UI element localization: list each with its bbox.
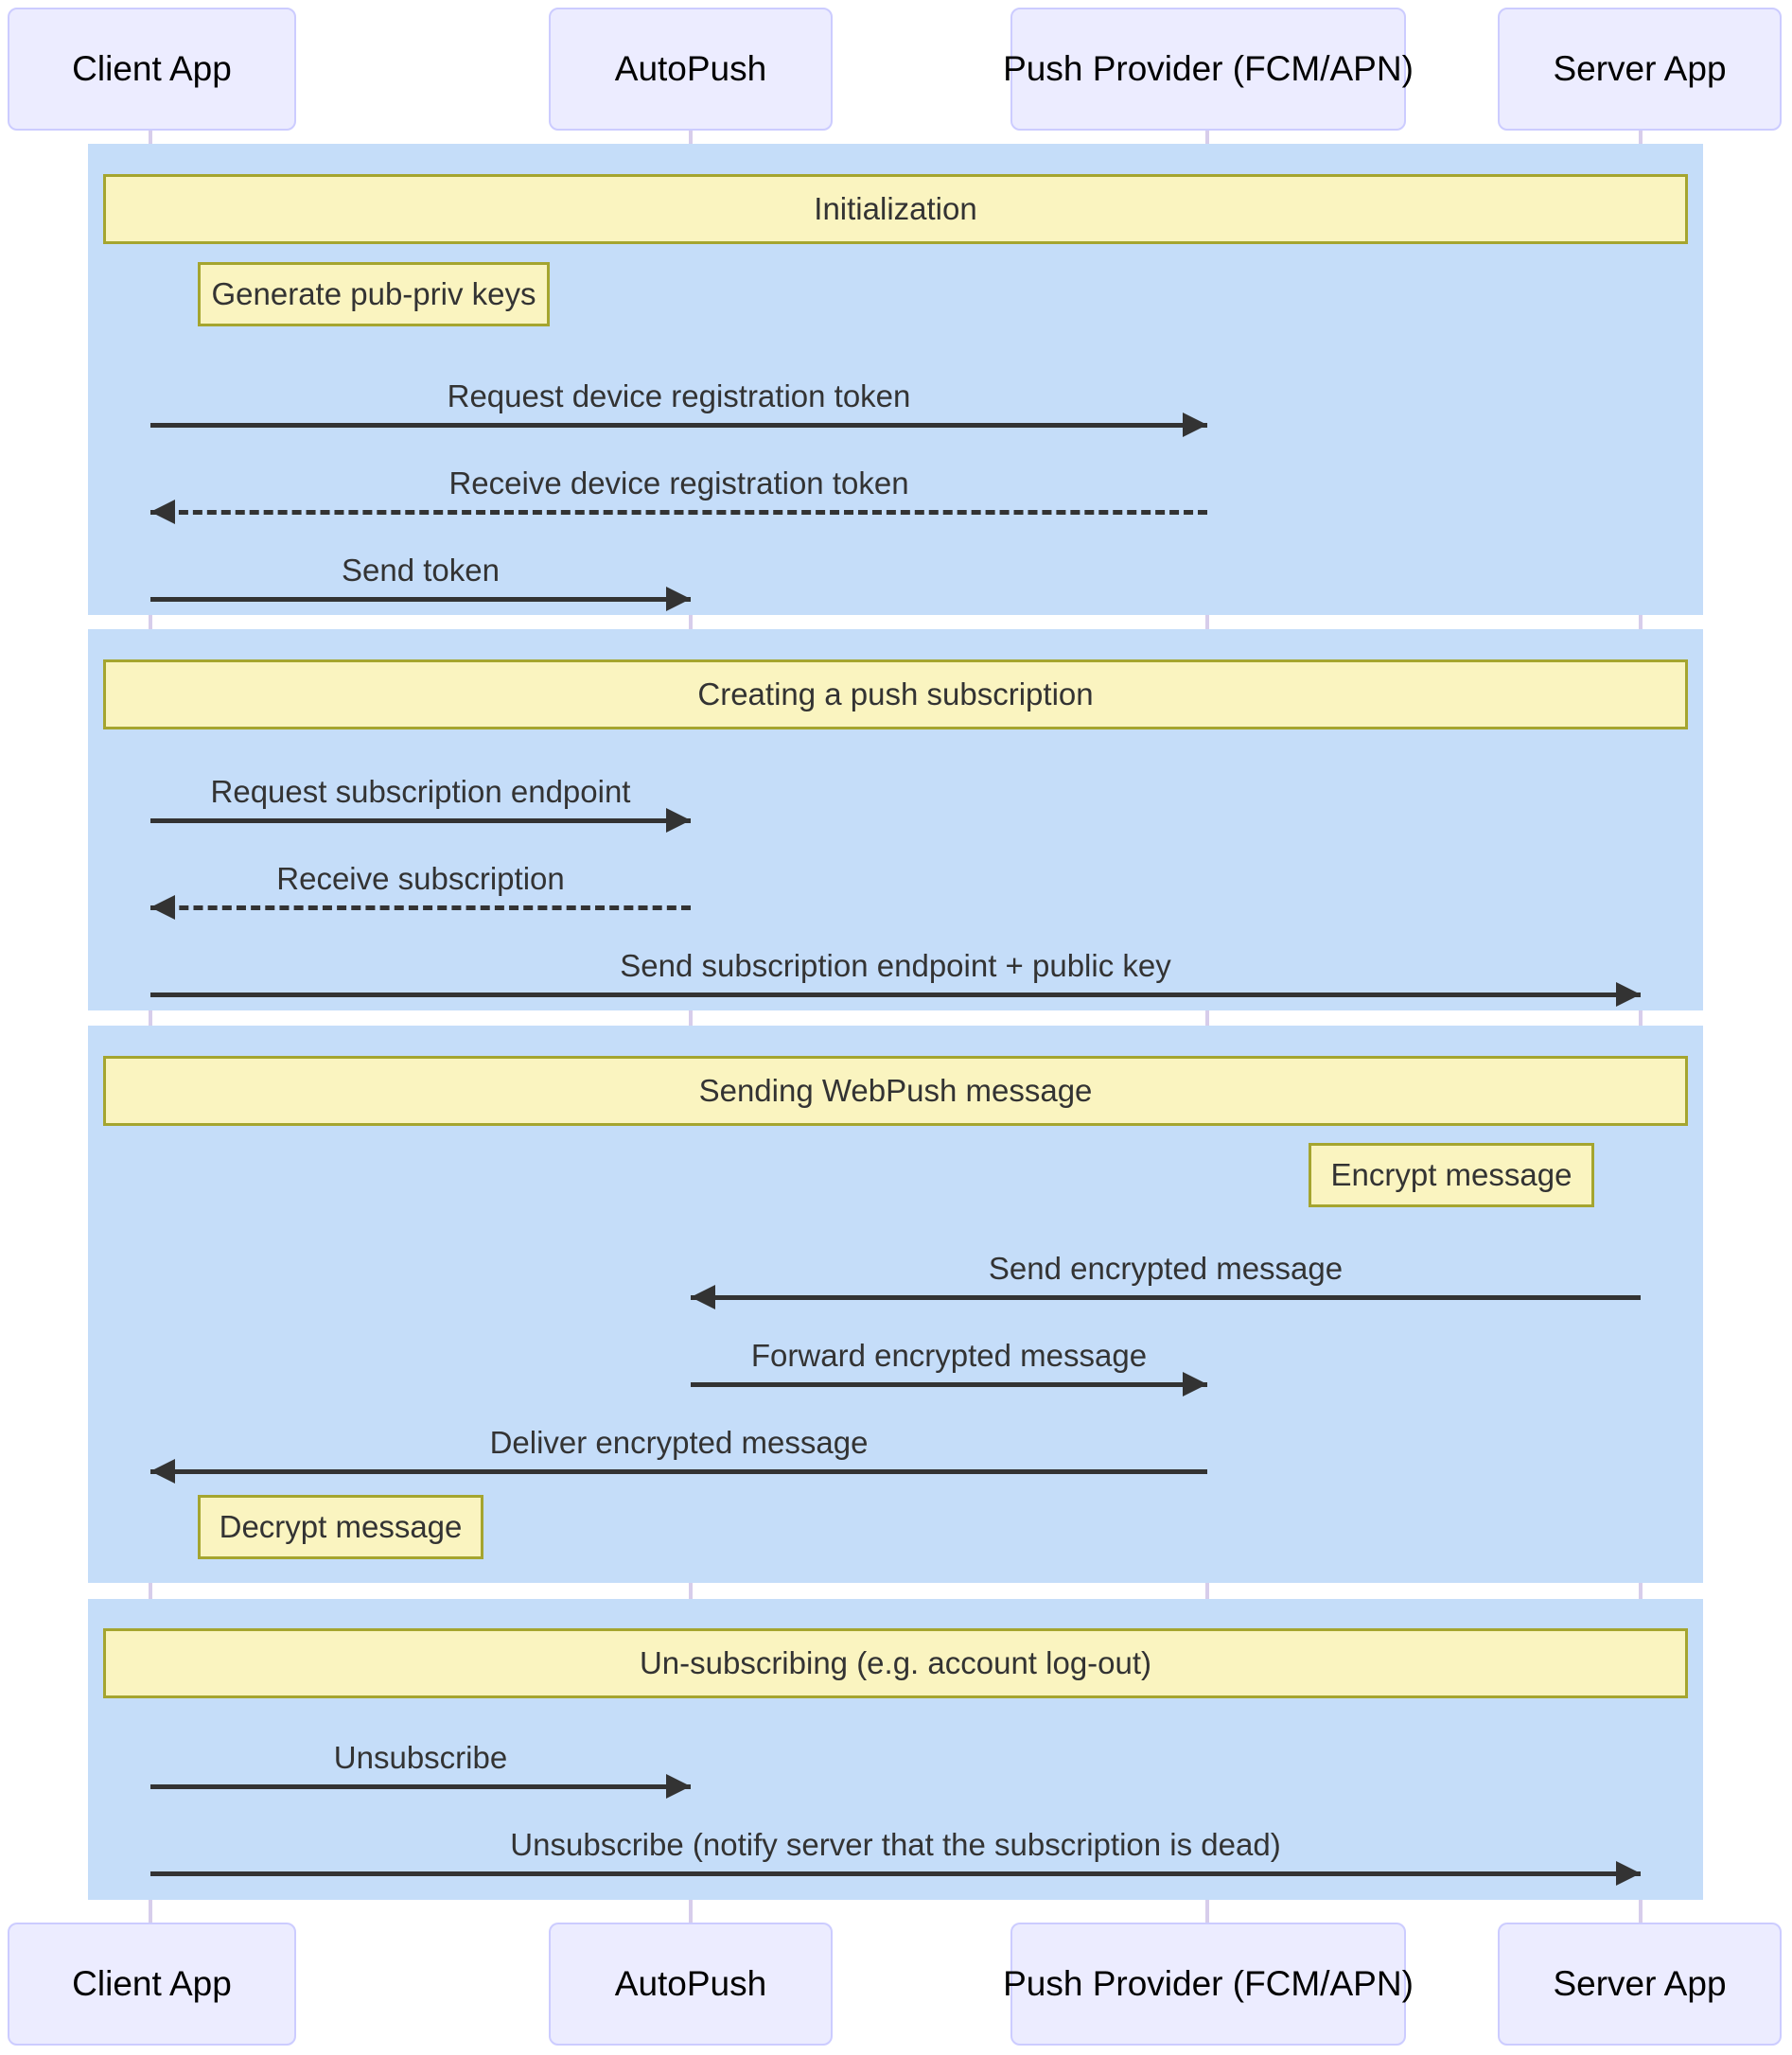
message-line — [150, 510, 1207, 515]
participant-label: Client App — [72, 48, 232, 88]
note-box: Decrypt message — [198, 1495, 483, 1559]
arrow-head-left — [150, 500, 175, 524]
message-line — [150, 905, 691, 910]
participant-client-top[interactable]: Client App — [8, 8, 296, 131]
note-box: Generate pub-priv keys — [198, 262, 550, 326]
message-label: Receive device registration token — [448, 465, 909, 501]
arrow-head-right — [1183, 1372, 1207, 1396]
arrow-head-right — [1183, 413, 1207, 437]
message-label: Deliver encrypted message — [489, 1425, 869, 1460]
message-label: Unsubscribe (notify server that the subs… — [510, 1827, 1281, 1862]
note-box: Encrypt message — [1309, 1143, 1594, 1207]
arrow-head-left — [691, 1285, 715, 1309]
participant-autopush-top[interactable]: AutoPush — [549, 8, 833, 131]
message-line — [150, 597, 691, 602]
participant-server-bottom[interactable]: Server App — [1498, 1923, 1782, 2046]
arrow-head-right — [666, 808, 691, 833]
message-line — [150, 423, 1207, 428]
section-header-sending-webpush-message: Sending WebPush message — [103, 1056, 1688, 1126]
arrow-head-right — [666, 587, 691, 611]
message-label: Send token — [342, 553, 500, 588]
section-header-initialization: Initialization — [103, 174, 1688, 244]
message-line — [150, 818, 691, 823]
participant-label: AutoPush — [614, 48, 767, 88]
participant-label: Push Provider (FCM/APN) — [1003, 48, 1414, 88]
participant-server-top[interactable]: Server App — [1498, 8, 1782, 131]
message-line — [150, 1784, 691, 1789]
message-line — [150, 1871, 1641, 1876]
message-line — [691, 1295, 1641, 1300]
participant-label: Client App — [72, 1963, 232, 2003]
participant-autopush-bottom[interactable]: AutoPush — [549, 1923, 833, 2046]
participant-client-bottom[interactable]: Client App — [8, 1923, 296, 2046]
message-line — [691, 1382, 1207, 1387]
arrow-head-left — [150, 1459, 175, 1484]
message-label: Receive subscription — [276, 861, 565, 896]
participant-label: AutoPush — [614, 1963, 767, 2003]
message-label: Request device registration token — [447, 378, 911, 413]
message-label: Forward encrypted message — [750, 1338, 1148, 1373]
participant-label: Server App — [1553, 48, 1727, 88]
participant-label: Server App — [1553, 1963, 1727, 2003]
arrow-head-left — [150, 895, 175, 920]
arrow-head-right — [666, 1774, 691, 1799]
arrow-head-right — [1616, 982, 1641, 1007]
message-label: Send subscription endpoint + public key — [620, 948, 1171, 983]
message-label: Unsubscribe — [333, 1740, 508, 1775]
arrow-head-right — [1616, 1861, 1641, 1886]
participant-label: Push Provider (FCM/APN) — [1003, 1963, 1414, 2003]
participant-provider-top[interactable]: Push Provider (FCM/APN) — [1003, 8, 1414, 131]
section-header-creating-subscription: Creating a push subscription — [103, 659, 1688, 729]
message-line — [150, 992, 1641, 997]
message-label: Request subscription endpoint — [210, 774, 631, 809]
participant-provider-bottom[interactable]: Push Provider (FCM/APN) — [1003, 1923, 1414, 2046]
section-header-un-subscribing: Un-subscribing (e.g. account log-out) — [103, 1628, 1688, 1698]
message-label: Send encrypted message — [988, 1251, 1344, 1286]
message-line — [150, 1469, 1207, 1474]
